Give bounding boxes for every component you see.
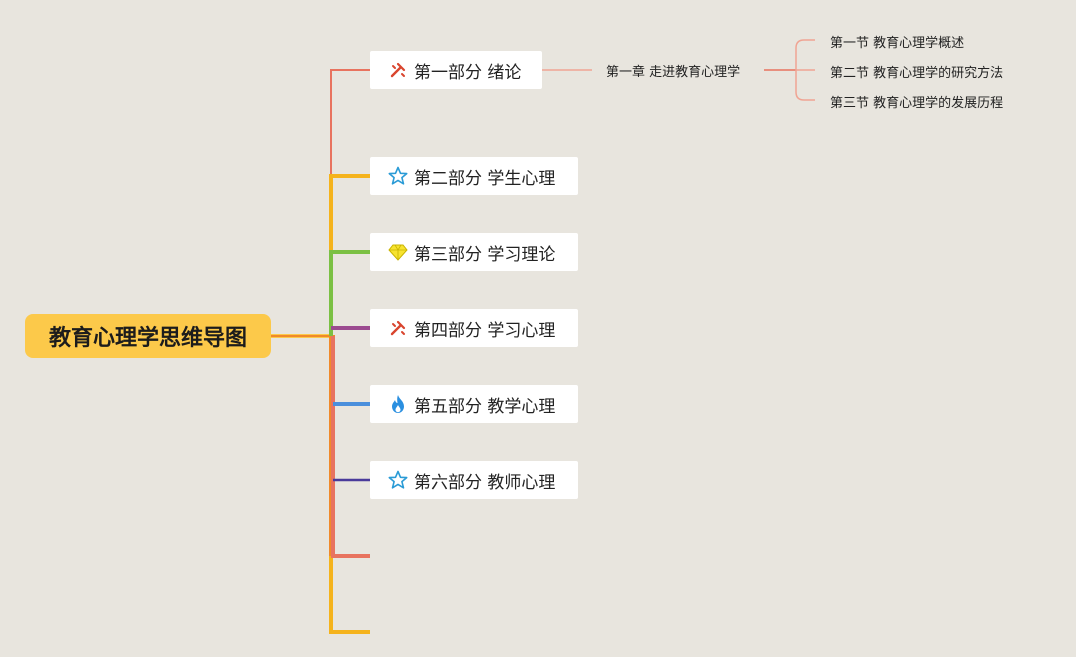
branch-label-2: 第二部分 学生心理 — [414, 168, 556, 189]
diamond-icon — [388, 242, 408, 262]
branch-label-3: 第三部分 学习理论 — [414, 244, 556, 265]
branch-label-5: 第五部分 教学心理 — [414, 396, 556, 417]
section-node-2[interactable]: 第二节 教育心理学的研究方法 — [830, 62, 1003, 81]
tools-icon — [388, 60, 408, 80]
root-node[interactable]: 教育心理学思维导图 — [25, 314, 271, 358]
section-label-1: 第一节 教育心理学概述 — [830, 36, 965, 51]
section-label-2: 第二节 教育心理学的研究方法 — [830, 66, 1004, 81]
chapter-node[interactable]: 第一章 走进教育心理学 — [606, 61, 740, 80]
empty-branch-connector-1 — [331, 336, 370, 558]
section-node-3[interactable]: 第三节 教育心理学的发展历程 — [830, 92, 1003, 111]
branch-label-4: 第四部分 学习心理 — [414, 320, 556, 341]
branch-label-6: 第六部分 教师心理 — [414, 472, 556, 493]
star-icon — [388, 166, 408, 186]
section-node-1[interactable]: 第一节 教育心理学概述 — [830, 32, 964, 51]
tools-icon — [388, 318, 408, 338]
branch-node-4[interactable]: 第四部分 学习心理 — [370, 309, 578, 347]
branch-node-5[interactable]: 第五部分 教学心理 — [370, 385, 578, 423]
chapter-label: 第一章 走进教育心理学 — [606, 65, 741, 80]
flame-icon — [388, 394, 408, 414]
branch-connector-1 — [330, 69, 370, 176]
section-label-3: 第三节 教育心理学的发展历程 — [830, 96, 1004, 111]
branch-connector-3 — [329, 250, 370, 336]
branch-node-2[interactable]: 第二部分 学生心理 — [370, 157, 578, 195]
branch-node-6[interactable]: 第六部分 教师心理 — [370, 461, 578, 499]
branch-connector-2 — [329, 174, 370, 336]
star-icon — [388, 470, 408, 490]
branch-label-1: 第一部分 绪论 — [414, 62, 522, 83]
branch-node-1[interactable]: 第一部分 绪论 — [370, 51, 542, 89]
root-node-label: 教育心理学思维导图 — [48, 326, 247, 351]
branch-node-3[interactable]: 第三部分 学习理论 — [370, 233, 578, 271]
empty-branch-connector-2 — [329, 336, 370, 634]
